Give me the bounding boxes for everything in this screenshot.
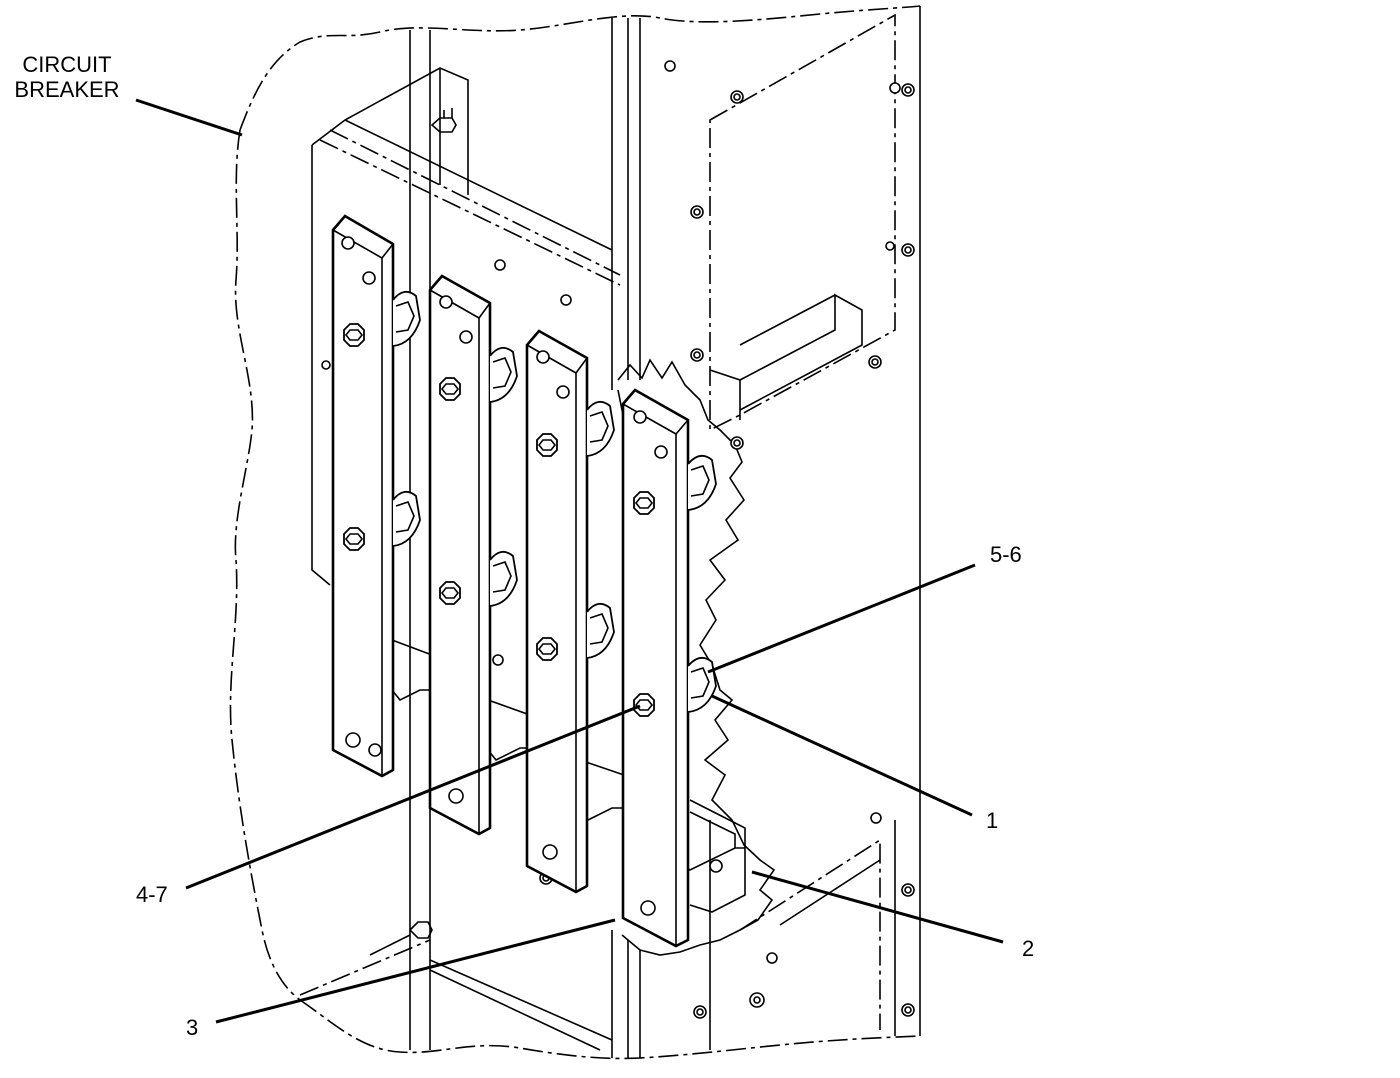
washer-nut bbox=[489, 346, 518, 403]
hex-bolt bbox=[536, 433, 558, 457]
hex-bolt bbox=[439, 581, 461, 605]
bus-bar-2 bbox=[428, 274, 492, 836]
label-circuit-breaker-line1: CIRCUIT bbox=[22, 52, 111, 77]
breaker-back-plate bbox=[299, 67, 621, 1051]
label-circuit-breaker-line2: BREAKER bbox=[14, 77, 119, 102]
hex-bolt bbox=[633, 693, 655, 717]
cabinet-outline bbox=[229, 5, 921, 1060]
washer-nut bbox=[687, 454, 717, 511]
bus-bar-1 bbox=[331, 214, 395, 778]
callout-5-6: 5-6 bbox=[990, 542, 1022, 567]
callout-4-7: 4-7 bbox=[136, 882, 168, 907]
washer-nut bbox=[586, 400, 615, 457]
hex-bolt bbox=[343, 323, 365, 347]
leader-lines bbox=[135, 98, 1004, 1024]
hex-bolt bbox=[439, 377, 461, 401]
washer-nut bbox=[392, 290, 421, 347]
washer-nut bbox=[687, 656, 717, 713]
bus-bar-4 bbox=[621, 388, 690, 948]
bus-bar-3 bbox=[525, 329, 589, 894]
mounting-studs bbox=[408, 108, 457, 939]
bar-bolts bbox=[343, 323, 655, 717]
callout-3: 3 bbox=[186, 1015, 198, 1040]
washer-nut-assemblies bbox=[392, 290, 717, 713]
hex-bolt bbox=[633, 491, 655, 515]
hex-bolt bbox=[343, 527, 365, 551]
callout-1: 1 bbox=[986, 808, 998, 833]
hex-bolt bbox=[536, 637, 558, 661]
washer-nut bbox=[392, 490, 421, 547]
callout-2: 2 bbox=[1022, 936, 1034, 961]
right-panel-cutout bbox=[709, 13, 896, 1030]
bus-bars bbox=[331, 214, 690, 948]
washer-nut bbox=[586, 602, 615, 659]
callout-labels: CIRCUIT BREAKER 5-6 1 2 3 4-7 bbox=[14, 52, 1034, 1040]
washer-nut bbox=[489, 550, 518, 607]
